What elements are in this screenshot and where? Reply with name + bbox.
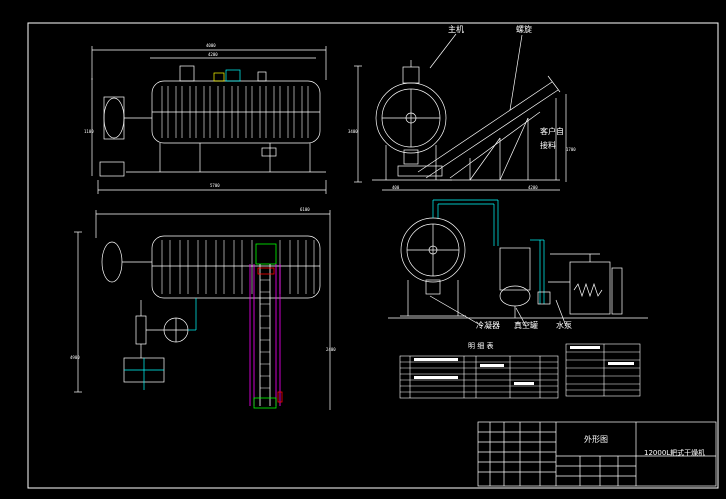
label-customer-feed: 客户自 — [540, 127, 564, 136]
label-condenser: 冷凝器 — [476, 321, 500, 330]
label-vacuum-tank: 真空罐 — [514, 321, 538, 330]
label-screw-conveyor: 螺旋 — [516, 25, 532, 34]
dim-side-height: 3400 — [348, 129, 358, 134]
plan-view — [74, 210, 331, 410]
vacuum-system — [388, 199, 648, 327]
dim-top-inner: 4200 — [208, 52, 218, 57]
label-water-pump: 水泵 — [556, 321, 572, 330]
side-elevation — [354, 33, 567, 191]
dim-top-height: 1100 — [84, 129, 94, 134]
plan-screw-conveyor — [249, 243, 283, 409]
outline-drawing-title: 外形图 — [584, 435, 608, 444]
dim-top-bottom: 5700 — [210, 183, 220, 188]
detail-table-title: 明 细 表 — [468, 342, 494, 350]
label-main-unit: 主机 — [448, 25, 464, 34]
title-block — [477, 421, 717, 487]
dim-top-overall: 4000 — [206, 43, 216, 48]
dim-plan-left: 2400 — [326, 347, 336, 352]
dim-side-offset: 400 — [392, 185, 400, 190]
dim-plan-depth: 4900 — [70, 355, 80, 360]
drawing-border — [27, 22, 719, 489]
front-elevation — [91, 46, 327, 194]
label-feed-line: 接料 — [540, 141, 556, 150]
dim-side-left-height: 1700 — [566, 147, 576, 152]
product-name: 12000L耙式干燥机 — [644, 449, 706, 457]
parameter-table — [565, 343, 641, 397]
dim-side-width: 4200 — [528, 185, 538, 190]
dim-plan-overall: 6100 — [300, 207, 310, 212]
parts-table — [399, 355, 559, 399]
